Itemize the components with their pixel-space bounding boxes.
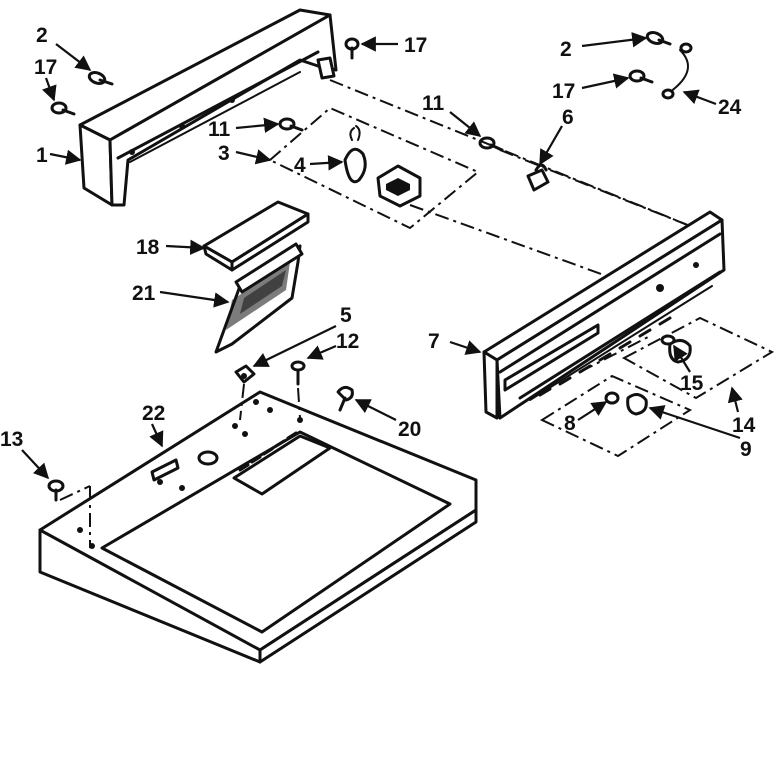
screw-17-right xyxy=(628,69,654,84)
callout-6: 6 xyxy=(562,106,574,129)
part-20-plug xyxy=(336,385,354,412)
callout-12: 12 xyxy=(336,330,359,353)
part-1-console-bracket xyxy=(78,8,338,207)
callout-1: 1 xyxy=(36,144,48,167)
callout-17-left: 17 xyxy=(34,56,57,79)
screw-2-right xyxy=(645,31,672,46)
assembly-dash-lines xyxy=(59,383,301,548)
callout-14: 14 xyxy=(732,414,756,437)
callout-11-left: 11 xyxy=(208,118,231,141)
callout-8: 8 xyxy=(564,412,576,435)
part-7-control-panel xyxy=(482,210,726,420)
callout-2-left: 2 xyxy=(36,24,48,47)
callout-2-right: 2 xyxy=(560,38,572,61)
callout-9: 9 xyxy=(740,438,752,461)
callout-3: 3 xyxy=(218,142,230,165)
part-3-switch-assembly xyxy=(268,106,480,230)
part-9-knob-assembly xyxy=(539,374,693,458)
callout-22: 22 xyxy=(142,402,165,425)
screw-12 xyxy=(290,360,306,386)
wire-tie-24 xyxy=(661,42,693,100)
callout-24: 24 xyxy=(718,96,742,119)
knob-alignment xyxy=(579,335,651,373)
callout-11-right: 11 xyxy=(422,92,445,115)
screw-2-left xyxy=(87,71,114,86)
callout-17-right: 17 xyxy=(552,80,575,103)
screw-13 xyxy=(47,479,65,502)
screw-17-top xyxy=(344,37,360,60)
part-21-lint-screen xyxy=(214,242,304,354)
part-18-cover xyxy=(202,200,310,272)
callout-15: 15 xyxy=(680,372,704,395)
callout-13: 13 xyxy=(0,428,23,451)
callout-21: 21 xyxy=(132,282,156,305)
part-5-clip xyxy=(234,364,256,384)
callout-7: 7 xyxy=(428,330,440,353)
callout-20: 20 xyxy=(398,418,421,441)
screw-17-left xyxy=(50,101,76,116)
callout-labels: 2 17 1 17 11 3 4 11 6 2 17 24 18 21 5 12… xyxy=(0,24,756,461)
callout-18: 18 xyxy=(136,236,160,259)
alignment-lines xyxy=(329,79,706,289)
screw-11-left xyxy=(278,117,304,132)
callout-4: 4 xyxy=(294,154,306,177)
callout-5: 5 xyxy=(340,304,352,327)
callout-leaders xyxy=(21,32,743,480)
callout-17-top: 17 xyxy=(404,34,427,57)
part-22-top-cover xyxy=(38,390,478,664)
